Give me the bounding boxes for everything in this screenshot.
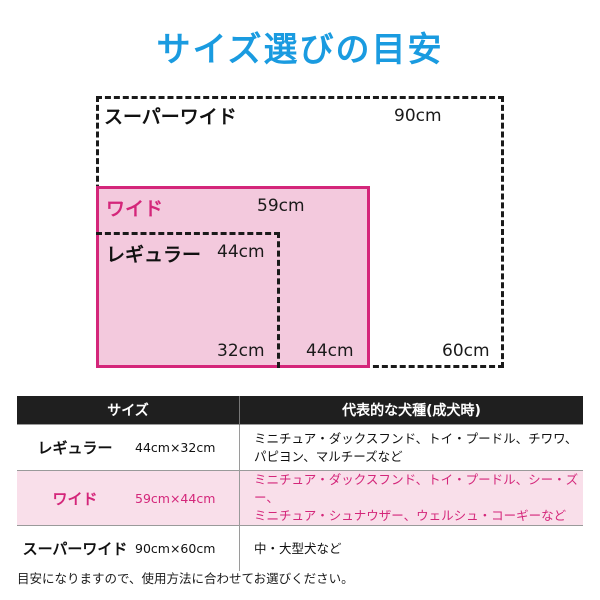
row-breeds: ミニチュア・ダックスフンド、トイ・プードル、チワワ、 パピヨン、マルチーズなど — [239, 424, 583, 471]
row-size-dimensions: 44cm×32cm — [133, 424, 240, 471]
wide-area — [96, 186, 370, 368]
wide-width: 59cm — [257, 196, 305, 216]
regular-height: 32cm — [217, 341, 265, 361]
breed-line: ミニチュア・ダックスフンド、トイ・プードル、シー・ズー、 — [254, 472, 579, 505]
table-row: ワイド 59cm×44cm ミニチュア・ダックスフンド、トイ・プードル、シー・ズ… — [17, 470, 583, 526]
breed-line: パピヨン、マルチーズなど — [254, 448, 403, 464]
wide-height: 44cm — [306, 341, 354, 361]
breed-line: 中・大型犬など — [254, 540, 342, 556]
breed-line: ミニチュア・ダックスフンド、トイ・プードル、チワワ、 — [254, 430, 578, 446]
row-breeds: 中・大型犬など — [239, 525, 583, 571]
super-wide-label: スーパーワイド — [104, 106, 237, 128]
breed-line: ミニチュア・シュナウザー、ウェルシュ・コーギーなど — [254, 508, 567, 523]
row-size-dimensions: 90cm×60cm — [133, 525, 240, 571]
row-size-name: スーパーワイド — [17, 525, 133, 571]
table-header-row: サイズ 代表的な犬種(成犬時) — [17, 396, 583, 425]
row-size-dimensions: 59cm×44cm — [133, 470, 240, 526]
super-wide-height: 60cm — [442, 341, 490, 361]
super-wide-width: 90cm — [394, 106, 442, 126]
size-table: サイズ 代表的な犬種(成犬時) レギュラー 44cm×32cm ミニチュア・ダッ… — [17, 396, 583, 571]
regular-label: レギュラー — [106, 244, 202, 266]
regular-outline — [96, 232, 280, 368]
usage-note: 目安になりますので、使用方法に合わせてお選びください。 — [17, 571, 354, 586]
page-title: サイズ選びの目安 — [156, 30, 444, 70]
table-row: レギュラー 44cm×32cm ミニチュア・ダックスフンド、トイ・プードル、チワ… — [17, 424, 583, 471]
wide-label: ワイド — [106, 198, 164, 220]
row-size-name: ワイド — [17, 470, 133, 526]
table-row: スーパーワイド 90cm×60cm 中・大型犬など — [17, 525, 583, 571]
regular-width: 44cm — [217, 242, 265, 262]
row-size-name: レギュラー — [17, 424, 133, 471]
header-size: サイズ — [17, 396, 240, 425]
row-breeds: ミニチュア・ダックスフンド、トイ・プードル、シー・ズー、 ミニチュア・シュナウザ… — [239, 470, 583, 526]
header-breeds: 代表的な犬種(成犬時) — [239, 396, 583, 425]
